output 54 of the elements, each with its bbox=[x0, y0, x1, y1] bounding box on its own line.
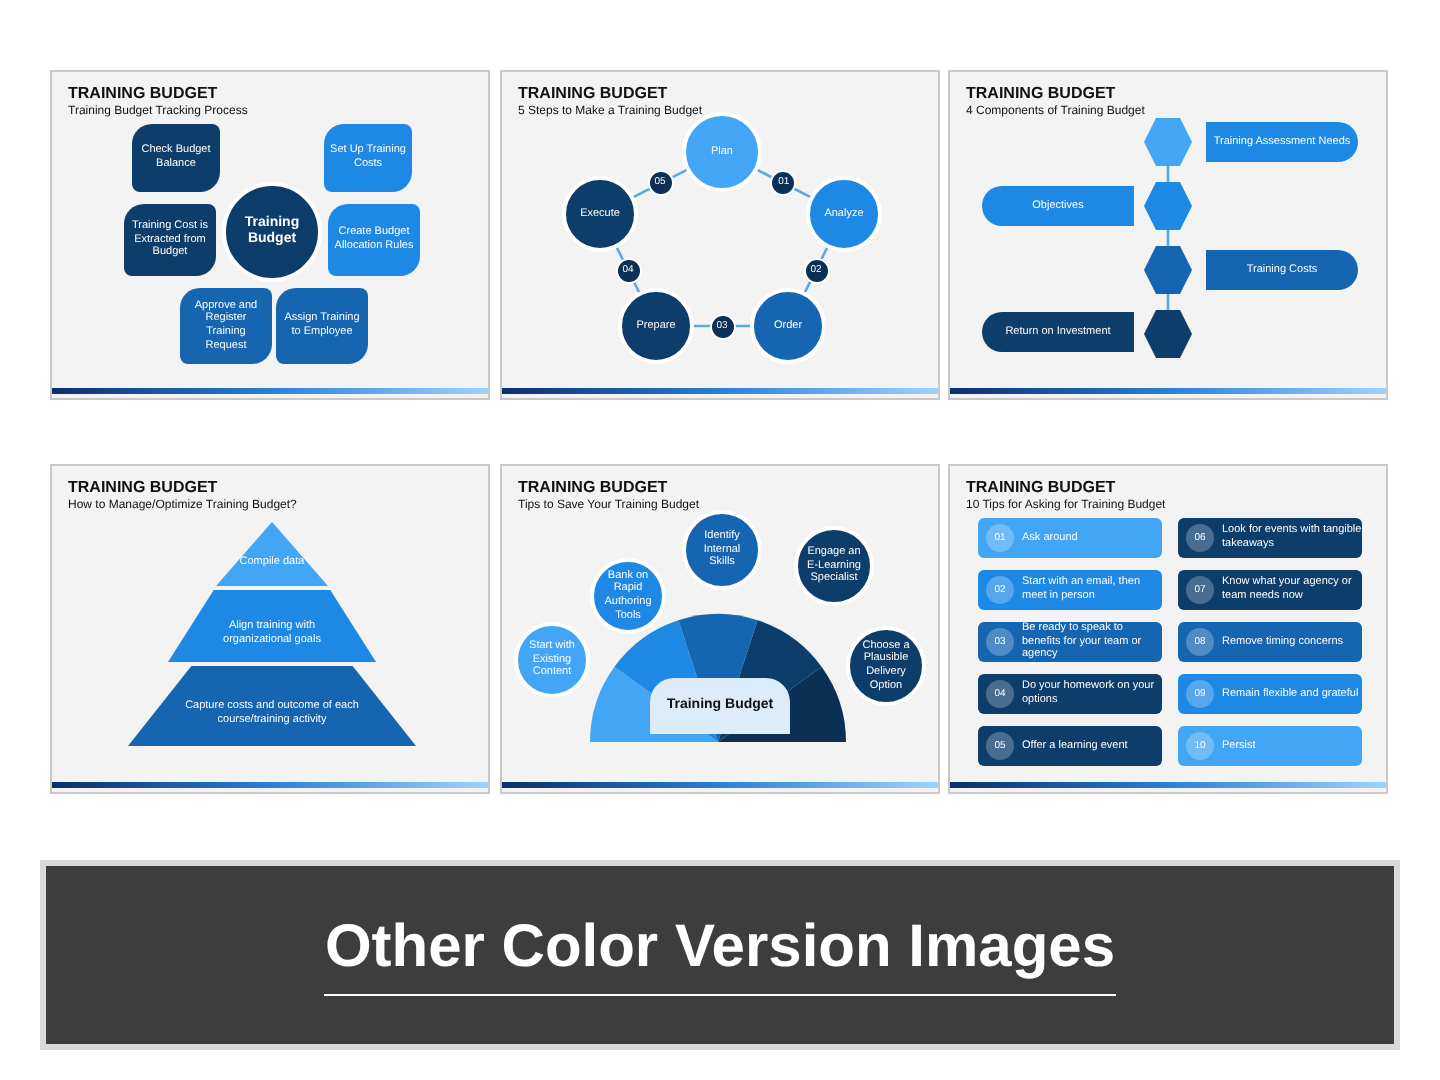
connector-line bbox=[1166, 166, 1170, 182]
slide-panel bbox=[948, 464, 1388, 794]
tip-banner bbox=[1178, 622, 1362, 662]
petal-shape bbox=[132, 124, 220, 192]
center-label-panel bbox=[650, 678, 790, 734]
slide-title: TRAINING BUDGET bbox=[966, 84, 1116, 102]
tip-banner bbox=[1178, 726, 1362, 766]
slide-panel bbox=[948, 70, 1388, 400]
tip-banner bbox=[978, 674, 1162, 714]
connector-line bbox=[633, 168, 687, 198]
step-circle bbox=[222, 182, 322, 282]
step-circle bbox=[750, 288, 826, 364]
petal-shape bbox=[124, 204, 216, 276]
slide-panel bbox=[500, 464, 940, 794]
tip-banner bbox=[1178, 518, 1362, 558]
step-circle bbox=[806, 176, 882, 252]
hexagon-icon-badge bbox=[1144, 310, 1192, 358]
slide-panel bbox=[50, 464, 490, 794]
petal-shape bbox=[328, 204, 420, 276]
slide-panel bbox=[50, 70, 490, 400]
hexagon-icon-badge bbox=[1144, 182, 1192, 230]
step-circle bbox=[846, 626, 926, 706]
petal-shape bbox=[276, 288, 368, 364]
connector-line bbox=[757, 168, 811, 198]
component-bar bbox=[1206, 250, 1358, 290]
slide-title: TRAINING BUDGET bbox=[518, 478, 668, 496]
step-circle bbox=[562, 176, 638, 252]
step-circle bbox=[618, 288, 694, 364]
step-circle bbox=[682, 510, 762, 590]
component-bar bbox=[1206, 122, 1358, 162]
tip-banner bbox=[978, 622, 1162, 662]
component-bar bbox=[982, 312, 1134, 352]
step-circle bbox=[794, 526, 874, 606]
petal-shape bbox=[324, 124, 412, 192]
tip-banner bbox=[978, 518, 1162, 558]
banner-heading: Other Color Version Images bbox=[324, 914, 1116, 996]
slide-title: TRAINING BUDGET bbox=[966, 478, 1116, 496]
slide-title: TRAINING BUDGET bbox=[518, 84, 668, 102]
hexagon-icon-badge bbox=[1144, 118, 1192, 166]
tip-banner bbox=[1178, 674, 1362, 714]
slide-panel bbox=[500, 70, 940, 400]
slide-title: TRAINING BUDGET bbox=[68, 478, 218, 496]
component-bar bbox=[982, 186, 1134, 226]
step-circle bbox=[590, 558, 666, 634]
connector-line bbox=[1166, 230, 1170, 246]
tip-banner bbox=[978, 726, 1162, 766]
petal-shape bbox=[180, 288, 272, 364]
tip-banner bbox=[978, 570, 1162, 610]
step-circle bbox=[514, 622, 590, 698]
connector-line bbox=[1166, 294, 1170, 310]
slide-title: TRAINING BUDGET bbox=[68, 84, 218, 102]
tip-banner bbox=[1178, 570, 1362, 610]
hexagon-icon-badge bbox=[1144, 246, 1192, 294]
title-banner bbox=[40, 860, 1400, 1050]
